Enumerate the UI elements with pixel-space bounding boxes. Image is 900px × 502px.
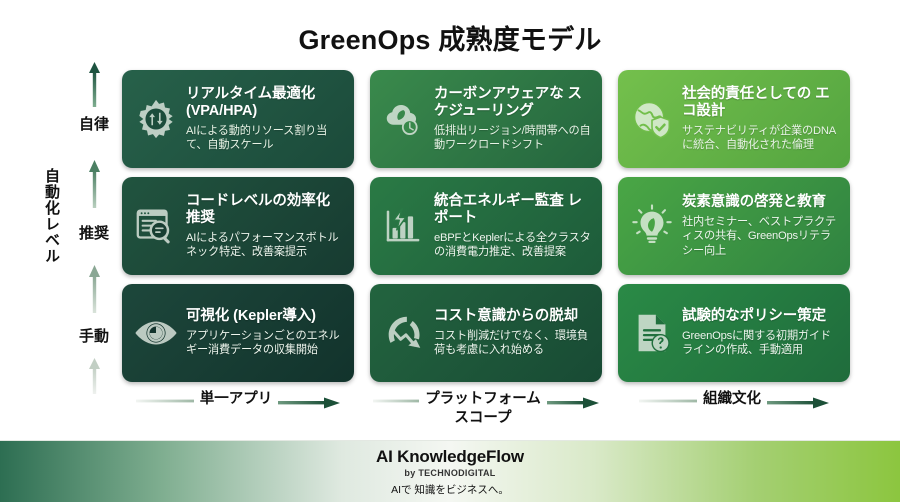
grid-cell-manual-single-app[interactable]: 可視化 (Kepler導入) アプリケーションごとのエネルギー消費データの収集開… bbox=[122, 284, 354, 382]
cell-description: 低排出リージョン/時間帯への自動ワークロードシフト bbox=[434, 124, 591, 152]
grid-cell-recommended-single-app[interactable]: コードレベルの効率化 推奨 AIによるパフォーマンスボトルネック特定、改善案提示 bbox=[122, 177, 354, 275]
x-group-single-app: 単一アプリ bbox=[122, 389, 354, 421]
grid-cell-recommended-culture[interactable]: 炭素意識の啓発と教育 社内セミナー、ベストプラクティスの共有、GreenOpsリ… bbox=[618, 177, 850, 275]
cell-description: サステナビリティが企業のDNAに統合、自動化された倫理 bbox=[682, 124, 836, 152]
cell-text: 炭素意識の啓発と教育 社内セミナー、ベストプラクティスの共有、GreenOpsリ… bbox=[678, 194, 840, 258]
right-arrow-icon-2 bbox=[767, 397, 829, 409]
cell-title: 可視化 (Kepler導入) bbox=[186, 308, 316, 325]
right-arrow-icon-1 bbox=[546, 397, 599, 409]
right-arrow-icon-lead-0 bbox=[135, 399, 194, 403]
brand-name: AI KnowledgeFlow bbox=[376, 446, 524, 466]
cloud-leaf-clock-icon bbox=[378, 93, 430, 145]
cell-description: AIによる動的リソース割り当て、自動スケール bbox=[186, 124, 328, 152]
maturity-grid: リアルタイム最適化 (VPA/HPA) AIによる動的リソース割り当て、自動スケ… bbox=[122, 70, 850, 382]
x-axis-label-single-app: 単一アプリ bbox=[199, 391, 273, 407]
cell-text: 可視化 (Kepler導入) アプリケーションごとのエネルギー消費データの収集開… bbox=[182, 308, 344, 358]
cell-text: コスト意識からの脱却 コスト削減だけでなく、環境負荷も考慮に入れ始める bbox=[430, 308, 592, 358]
cell-title: 炭素意識の啓発と教育 bbox=[682, 194, 826, 210]
cell-title: コスト意識からの脱却 bbox=[434, 308, 578, 325]
cell-title: カーボンアウェアな スケジューリング bbox=[434, 85, 582, 120]
cell-text: 統合エネルギー監査 レポート eBPFとKeplerによる全クラスタの消費電力推… bbox=[430, 193, 592, 260]
y-level-recommended: 推奨 bbox=[78, 225, 109, 242]
eye-icon bbox=[130, 307, 182, 359]
grid-cell-recommended-platform[interactable]: 統合エネルギー監査 レポート eBPFとKeplerによる全クラスタの消費電力推… bbox=[370, 177, 602, 275]
cell-title: 統合エネルギー監査 レポート bbox=[434, 192, 582, 227]
up-arrow-icon-low bbox=[89, 265, 100, 313]
brand-tagline: AIで 知識をビジネスへ。 bbox=[391, 483, 509, 496]
code-magnifier-icon bbox=[130, 200, 182, 252]
gear-arrows-icon bbox=[130, 93, 182, 145]
cell-description: 社内セミナー、ベストプラクティスの共有、GreenOpsリテラシー向上 bbox=[682, 215, 836, 257]
cell-description: eBPFとKeplerによる全クラスタの消費電力推定、改善提案 bbox=[434, 231, 591, 259]
x-group-platform: プラットフォーム スコープ bbox=[370, 389, 602, 426]
up-arrow-icon-top bbox=[89, 62, 100, 107]
cell-text: 試験的なポリシー策定 GreenOpsに関する初期ガイドラインの作成、手動適用 bbox=[678, 308, 840, 358]
up-arrow-icon-bottom bbox=[89, 358, 100, 394]
y-level-manual: 手動 bbox=[78, 328, 109, 345]
cell-description: AIによるパフォーマンスボトルネック特定、改善案提示 bbox=[186, 231, 339, 259]
up-arrow-icon-mid bbox=[89, 160, 100, 208]
x-group-culture: 組織文化 bbox=[618, 389, 850, 421]
cell-description: GreenOpsに関する初期ガイドラインの作成、手動適用 bbox=[682, 329, 831, 357]
y-level-autonomous: 自律 bbox=[78, 116, 109, 133]
cell-text: 社会的責任としての エコ設計 サステナビリティが企業のDNAに統合、自動化された… bbox=[678, 86, 840, 153]
trend-down-arrow-icon bbox=[378, 307, 430, 359]
cell-title: 社会的責任としての エコ設計 bbox=[682, 85, 830, 120]
x-axis-label-platform: プラットフォーム スコープ bbox=[425, 391, 541, 426]
globe-shield-icon bbox=[626, 93, 678, 145]
cell-description: コスト削減だけでなく、環境負荷も考慮に入れ始める bbox=[434, 329, 588, 357]
brand-byline: by TECHNODIGITAL bbox=[404, 467, 496, 478]
footer-brand-bar: AI KnowledgeFlow by TECHNODIGITAL AIで 知識… bbox=[0, 440, 900, 502]
right-arrow-icon-0 bbox=[278, 397, 341, 409]
grid-cell-autonomous-culture[interactable]: 社会的責任としての エコ設計 サステナビリティが企業のDNAに統合、自動化された… bbox=[618, 70, 850, 168]
cell-title: コードレベルの効率化 推奨 bbox=[186, 192, 330, 227]
grid-cell-manual-culture[interactable]: 試験的なポリシー策定 GreenOpsに関する初期ガイドラインの作成、手動適用 bbox=[618, 284, 850, 382]
page-title: GreenOps 成熟度モデル bbox=[298, 25, 602, 55]
bar-chart-bolt-icon bbox=[378, 200, 430, 252]
cell-text: コードレベルの効率化 推奨 AIによるパフォーマンスボトルネック特定、改善案提示 bbox=[182, 193, 344, 260]
cell-text: リアルタイム最適化 (VPA/HPA) AIによる動的リソース割り当て、自動スケ… bbox=[182, 86, 344, 153]
grid-cell-autonomous-single-app[interactable]: リアルタイム最適化 (VPA/HPA) AIによる動的リソース割り当て、自動スケ… bbox=[122, 70, 354, 168]
document-question-icon bbox=[626, 307, 678, 359]
right-arrow-icon-lead-1 bbox=[373, 399, 420, 403]
lightbulb-leaf-icon bbox=[626, 200, 678, 252]
y-axis-label: 自動化レベル bbox=[43, 168, 60, 264]
cell-description: アプリケーションごとのエネルギー消費データの収集開始 bbox=[186, 329, 340, 357]
cell-text: カーボンアウェアな スケジューリング 低排出リージョン/時間帯への自動ワークロー… bbox=[430, 86, 592, 153]
grid-cell-autonomous-platform[interactable]: カーボンアウェアな スケジューリング 低排出リージョン/時間帯への自動ワークロー… bbox=[370, 70, 602, 168]
grid-cell-manual-platform[interactable]: コスト意識からの脱却 コスト削減だけでなく、環境負荷も考慮に入れ始める bbox=[370, 284, 602, 382]
cell-title: リアルタイム最適化 (VPA/HPA) bbox=[186, 85, 316, 120]
cell-title: 試験的なポリシー策定 bbox=[682, 308, 826, 325]
right-arrow-icon-lead-2 bbox=[639, 399, 697, 403]
x-axis-label-culture: 組織文化 bbox=[703, 391, 761, 407]
